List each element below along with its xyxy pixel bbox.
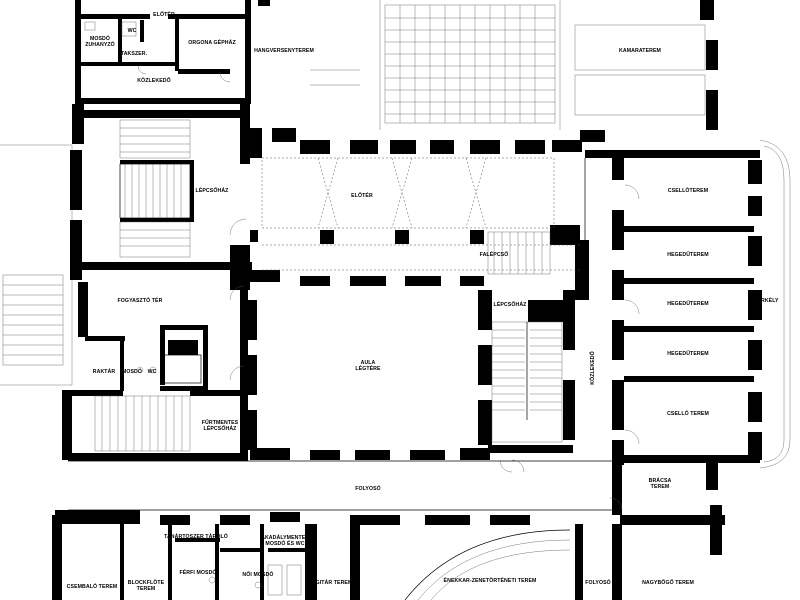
label-blockflote: BLOCKFLÖTE bbox=[128, 579, 165, 586]
label-aula-legtere: LÉGTÉRE bbox=[355, 364, 381, 372]
label-falepcso: FALÉPCSŐ bbox=[480, 250, 509, 258]
label-mosdo-zuhanyzo-1: MOSDÓ bbox=[90, 34, 110, 42]
label-akadalymentes: AKADÁLYMENTES bbox=[261, 534, 309, 541]
label-akadalymentes-mosdo: MOSDÓ ÉS WC bbox=[265, 539, 304, 547]
label-ferfi-mosdo: FÉRFI MOSDÓ bbox=[179, 568, 216, 576]
label-wc-top: WC bbox=[128, 28, 137, 34]
label-orgona-gephaz: ORGONA GÉPHÁZ bbox=[188, 38, 236, 46]
label-eloter-main: ELŐTÉR bbox=[351, 191, 373, 199]
label-kozlekedo-top: KÖZLEKEDŐ bbox=[137, 77, 170, 84]
label-furtmentes-lepcsohaz: LÉPCSŐHÁZ bbox=[204, 424, 238, 432]
walls bbox=[52, 0, 762, 600]
label-noi-mosdo: NŐI MOSDÓ bbox=[242, 570, 273, 578]
label-mosdo-zuhanyzo-2: ZUHANYZÓ bbox=[85, 40, 115, 48]
label-hangversenyterem: HANGVERSENYTEREM bbox=[254, 48, 314, 54]
label-csello-terem: CSELLÓ TEREM bbox=[667, 409, 709, 417]
label-takszer: TAKSZER. bbox=[121, 51, 148, 57]
label-lepcsohaz-left: LÉPCSŐHÁZ bbox=[196, 186, 230, 194]
label-hegeduterem-2: HEGEDŰTEREM bbox=[667, 300, 708, 307]
label-lepcsohaz-center: LÉPCSŐHÁZ bbox=[494, 300, 528, 308]
label-aula: AULA bbox=[361, 360, 376, 366]
label-wc-small: WC bbox=[148, 369, 157, 375]
label-erkely: ERKÉLY bbox=[757, 296, 779, 304]
label-tanartoszer: TANÁRTOSZER TÁROLÓ bbox=[164, 532, 228, 540]
label-mosdo-small: MOSDÓ bbox=[122, 367, 142, 375]
label-hegeduterem-3: HEGEDŰTEREM bbox=[667, 350, 708, 357]
label-fogyaszto-ter: FOGYASZTÓ TÉR bbox=[118, 296, 163, 304]
interior-details bbox=[68, 21, 640, 600]
label-kozlekedo-right: KÖZLEKEDŐ bbox=[589, 351, 596, 384]
exterior-lines bbox=[0, 0, 791, 469]
room-labels: ELŐTÉR WC MOSDÓ ZUHANYZÓ TAKSZER. ORGONA… bbox=[67, 10, 779, 592]
label-kamaraterem: KAMARATEREM bbox=[619, 48, 661, 54]
seating-rows bbox=[310, 0, 706, 130]
label-folyoso: FOLYOSÓ bbox=[355, 484, 381, 492]
label-bracsa-terem: TEREM bbox=[651, 484, 670, 490]
label-hegeduterem-1: HEGEDŰTEREM bbox=[667, 251, 708, 258]
label-csellóterem: CSELLÓTEREM bbox=[668, 186, 708, 194]
label-bracsa: BRÁCSA bbox=[649, 477, 672, 484]
label-nagybogo-terem: NAGYBŐGŐ TEREM bbox=[642, 579, 694, 586]
label-blockflote-terem: TEREM bbox=[137, 586, 156, 592]
label-raktar: RAKTÁR bbox=[93, 368, 116, 375]
label-eloter-top: ELŐTÉR bbox=[153, 10, 175, 18]
label-csembalo-terem: CSEMBALÓ TEREM bbox=[67, 582, 118, 590]
label-gitar-terem: GITÁR TEREM bbox=[316, 579, 353, 586]
label-enekkar-terem: ÉNEKKAR-ZENETÖRTÉNETI TEREM bbox=[444, 576, 537, 584]
label-folyoso-bottom: FOLYOSÓ bbox=[585, 578, 611, 586]
label-furtmentes: FŰRTMENTES bbox=[202, 419, 239, 426]
